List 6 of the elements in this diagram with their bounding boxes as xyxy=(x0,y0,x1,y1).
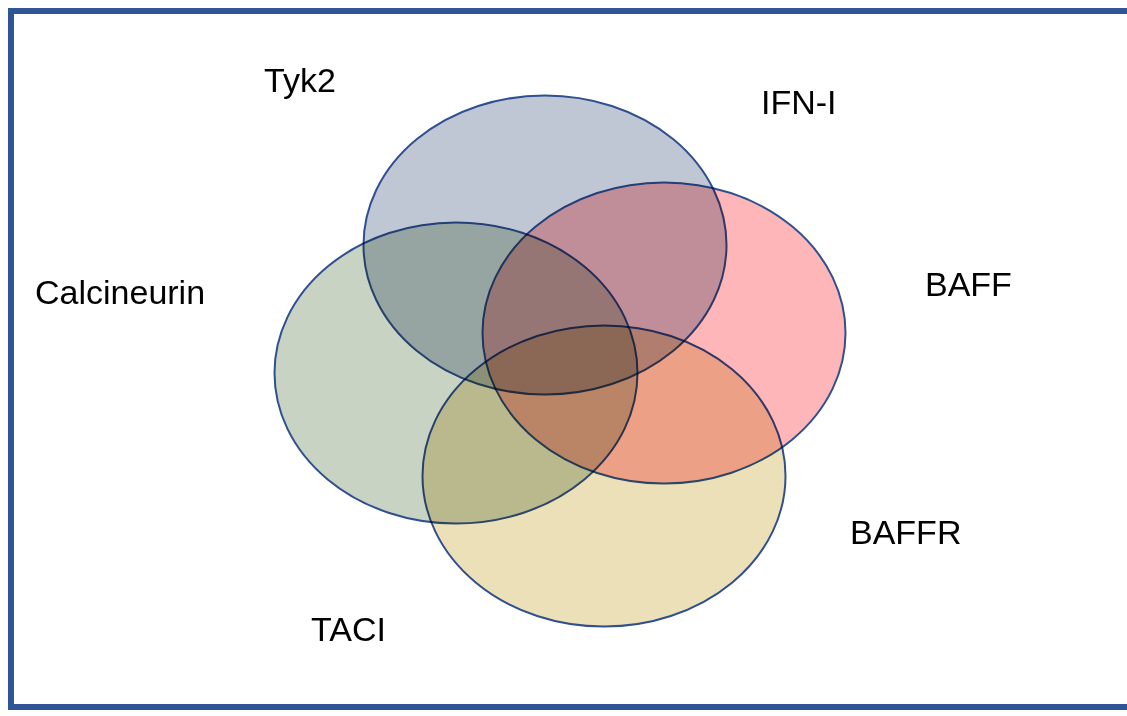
set-label: BAFFR xyxy=(850,512,962,553)
set-label: IFN-I xyxy=(761,82,837,123)
set-label: Calcineurin xyxy=(35,272,206,313)
set-label: TACI xyxy=(311,609,386,650)
set-label: Tyk2 xyxy=(264,60,336,101)
set-label: BAFF xyxy=(925,264,1012,305)
